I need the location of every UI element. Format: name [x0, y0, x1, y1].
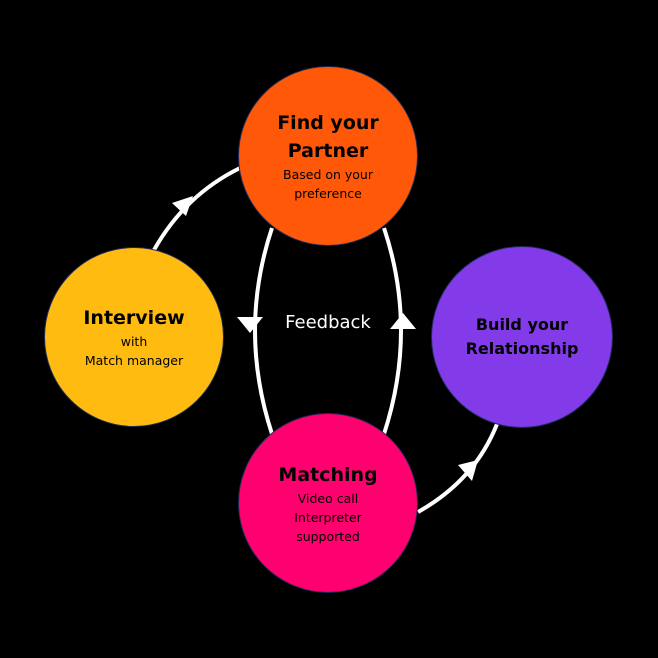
arrow-up-right-icon	[172, 196, 193, 216]
node-find-partner: Find your Partner Based on your preferen…	[238, 66, 418, 246]
node-matching: Matching Video call Interpreter supporte…	[238, 413, 418, 593]
node-title: Interview	[83, 307, 185, 329]
arrow-up-icon	[390, 313, 416, 329]
arrow-down-icon	[237, 317, 263, 333]
arc-interview-to-find	[152, 166, 241, 251]
node-subtitle: Interpreter	[294, 509, 362, 525]
node-subtitle: with	[120, 334, 148, 349]
node-subtitle: Based on your preference	[283, 167, 373, 201]
node-title: Build your	[475, 315, 569, 334]
arrow-up-right-icon	[458, 460, 478, 481]
node-subtitle: Video call	[297, 490, 359, 506]
arc-matching-to-build	[417, 423, 499, 514]
feedback-right-arc	[382, 227, 403, 435]
node-title: Relationship	[465, 339, 579, 358]
node-subtitle: Match manager	[84, 353, 184, 368]
feedback-label: Feedback	[285, 312, 371, 333]
node-title: Matching	[278, 463, 378, 486]
node-interview: Interview with Match manager	[44, 247, 224, 427]
feedback-left-arc	[253, 227, 274, 435]
node-title: Find your Partner	[277, 112, 379, 162]
node-build-relationship: Build your Relationship	[431, 246, 613, 428]
node-subtitle: supported	[296, 528, 360, 544]
